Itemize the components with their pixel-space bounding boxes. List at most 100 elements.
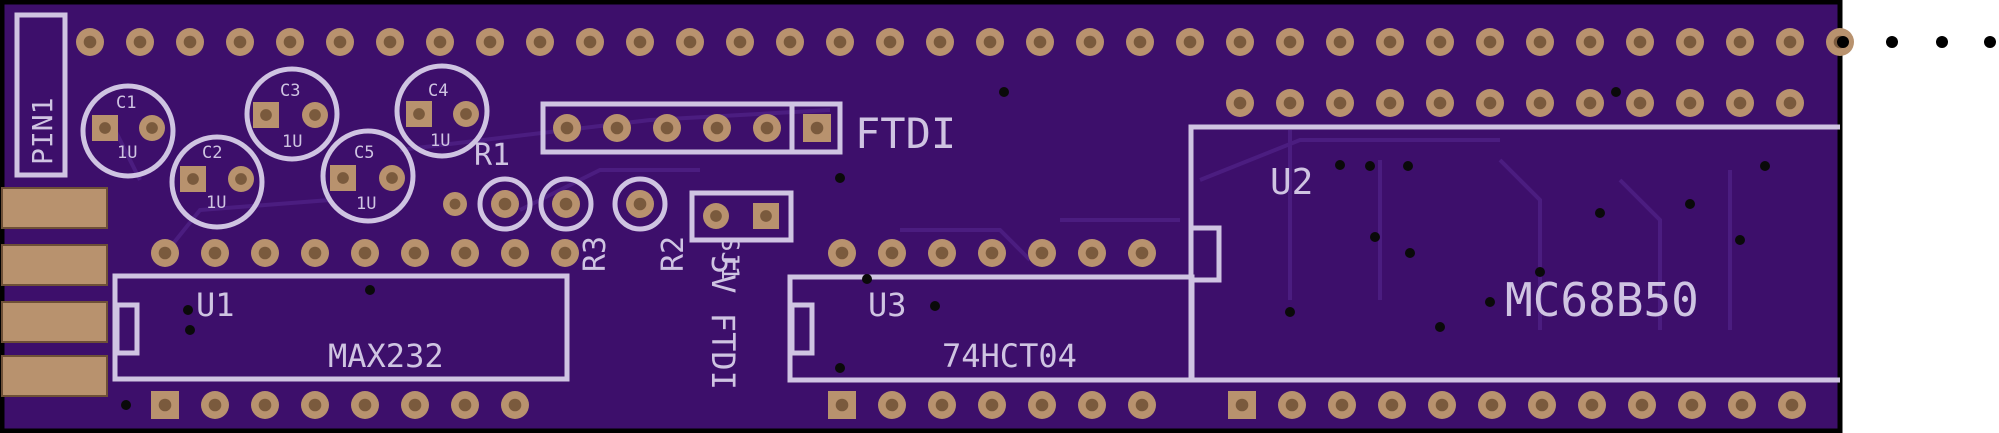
top-header-pad: [226, 28, 254, 56]
top-header-pad: [126, 28, 154, 56]
ftdi-label: FTDI: [855, 109, 956, 158]
via: [1535, 267, 1545, 277]
r1-pad: [491, 190, 519, 218]
u1-pad: [201, 239, 229, 267]
c3-value: 1U: [282, 132, 302, 152]
top-header-pad: [476, 28, 504, 56]
top-header-pad: [576, 28, 604, 56]
ftdi-header-outline: [540, 101, 843, 155]
u1-pad: [301, 391, 329, 419]
u1-pad: [551, 239, 579, 267]
c2-outline: [169, 134, 265, 230]
edge-connector: [1, 187, 108, 397]
u1-label: U1: [196, 286, 235, 324]
via: [930, 301, 940, 311]
board-substrate: [0, 0, 1843, 433]
u3-pad: [978, 239, 1006, 267]
via: [121, 400, 131, 410]
u2-pad: [1378, 391, 1406, 419]
u1-pad: [351, 391, 379, 419]
top-header-pad: [976, 28, 1004, 56]
via: [1485, 297, 1495, 307]
top-header-pad: [1426, 28, 1454, 56]
five-v-ftdi-label: 5V FTDI: [704, 255, 742, 390]
via: [1335, 160, 1345, 170]
u2-pad: [1476, 89, 1504, 117]
top-header-pad: [1026, 28, 1054, 56]
r2-label: R2: [656, 236, 691, 272]
vias: [121, 87, 1770, 410]
top-header-pad: [726, 28, 754, 56]
u2-pad: [1728, 391, 1756, 419]
top-header-pad: [676, 28, 704, 56]
u2-pad: [1778, 391, 1806, 419]
top-header-pad: [1126, 28, 1154, 56]
u1-pad: [501, 391, 529, 419]
u3-pad: [1078, 239, 1106, 267]
top-header-pad: [526, 28, 554, 56]
u3-pad: [878, 239, 906, 267]
u2-pad: [1726, 89, 1754, 117]
u2-part: MC68B50: [1505, 273, 1699, 327]
c4-outline: [394, 63, 490, 159]
u2-pad: [1426, 89, 1454, 117]
top-header-pad: [1676, 28, 1704, 56]
u3-pad: [978, 391, 1006, 419]
top-header-pad: [626, 28, 654, 56]
u1-pad: [301, 239, 329, 267]
r1-pad: [443, 192, 467, 216]
via: [183, 305, 193, 315]
sj1-pad: [703, 203, 729, 229]
c3-pad: [253, 102, 279, 128]
via: [1611, 87, 1621, 97]
u2-pad: [1676, 89, 1704, 117]
top-header-pad: [176, 28, 204, 56]
u3-part: 74HCT04: [942, 337, 1077, 375]
u2-pad: [1526, 89, 1554, 117]
via: [365, 285, 375, 295]
r1-ring: [477, 176, 533, 232]
top-header-pad: [76, 28, 104, 56]
r1-label: R1: [474, 138, 510, 173]
via: [1595, 208, 1605, 218]
c5-pad: [330, 165, 356, 191]
top-header-pad: [1076, 28, 1104, 56]
u1-pad: [451, 239, 479, 267]
via: [1405, 248, 1415, 258]
r3-ring: [538, 176, 594, 232]
u1-pad: [201, 391, 229, 419]
top-header-pad: [1776, 28, 1804, 56]
ftdi-pad: [603, 114, 631, 142]
via: [862, 274, 872, 284]
continuation-ellipsis: [1837, 36, 1996, 48]
c1-pad: [92, 115, 118, 141]
c3-outline: [244, 66, 340, 162]
via: [1735, 235, 1745, 245]
r3-pad: [552, 190, 580, 218]
u2-pad: [1278, 391, 1306, 419]
via: [185, 325, 195, 335]
top-header-pad: [926, 28, 954, 56]
c4-value: 1U: [430, 131, 450, 151]
u2-pad: [1226, 89, 1254, 117]
u2-pad: [1228, 391, 1256, 419]
c1-value: 1U: [117, 143, 137, 163]
ftdi-pad: [653, 114, 681, 142]
via: [1285, 307, 1295, 317]
u2-pad: [1376, 89, 1404, 117]
u2-pad: [1578, 391, 1606, 419]
top-header-pad: [1526, 28, 1554, 56]
u1-pad: [251, 391, 279, 419]
r2-ring: [612, 176, 668, 232]
top-header-pad: [1626, 28, 1654, 56]
u2-label: U2: [1270, 162, 1313, 203]
u1-pad: [251, 239, 279, 267]
c5-pad: [379, 165, 405, 191]
top-header-pad: [1576, 28, 1604, 56]
u1-pad: [401, 239, 429, 267]
u3-pad: [1078, 391, 1106, 419]
u2-pad: [1678, 391, 1706, 419]
ftdi-pad: [803, 114, 831, 142]
top-header-pad: [1326, 28, 1354, 56]
top-header-pad: [426, 28, 454, 56]
